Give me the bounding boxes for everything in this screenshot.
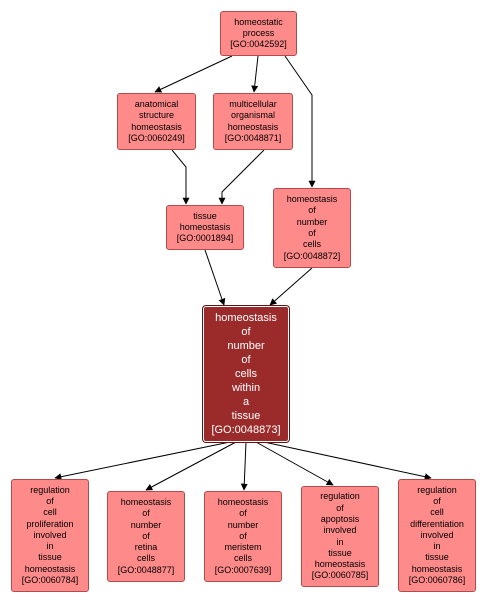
node-label-line: homeostasis <box>286 194 338 205</box>
node-label-line: within <box>231 382 261 394</box>
edge-homeostatic-to-multicellular <box>251 55 259 93</box>
edge-number-of-cells-to-focus <box>269 267 313 306</box>
node-label-line: of <box>142 530 150 541</box>
node-label-line: regulation <box>417 484 457 495</box>
node-label-line: of <box>142 508 150 519</box>
node-label-line: in <box>46 541 54 552</box>
node-label-line: structure <box>138 110 174 121</box>
node-label-line: involved <box>33 529 67 540</box>
node-label-line: retina <box>134 542 158 553</box>
node-label-line: a <box>242 396 250 408</box>
go-term-id: [GO:0060784] <box>21 575 79 586</box>
go-term-id: [GO:0060249] <box>128 132 185 143</box>
node-label-line: multicellular <box>229 98 277 109</box>
edge-anatomical-to-tissue <box>171 149 190 205</box>
go-term-id: [GO:0001894] <box>176 233 234 244</box>
node-label-line: homeostasis <box>131 121 182 132</box>
node-label-line: homeostasis <box>411 563 463 574</box>
node-label-line: homeostasis <box>24 563 76 574</box>
node-label-line: homeostasis <box>217 496 269 507</box>
node-label-line: number <box>227 519 259 530</box>
go-term-id: [GO:0007639] <box>214 564 272 575</box>
node-label-line: of <box>239 508 247 519</box>
node-label-line: tissue <box>193 210 217 221</box>
node-label-line: regulation <box>320 491 360 502</box>
node-label-line: of <box>308 205 316 216</box>
node-label-line: homeostasis <box>120 496 172 507</box>
node-label-line: involved <box>323 525 357 536</box>
node-label-line: regulation <box>30 484 70 495</box>
node-label-line: tissue <box>425 552 449 563</box>
node-label-line: of <box>241 326 251 338</box>
node-label-line: of <box>433 495 441 506</box>
node-label-line: proliferation <box>26 518 74 529</box>
edge-focus-to-proliferation <box>54 441 231 481</box>
edge-focus-to-apoptosis <box>255 441 334 486</box>
node-label-line: organismal <box>230 110 276 121</box>
edge-multicellular-to-tissue <box>218 149 265 205</box>
edge-focus-to-differentiation <box>263 441 432 481</box>
node-label-line: process <box>242 27 275 38</box>
go-term-id: [GO:0048871] <box>224 132 282 143</box>
node-label-line: in <box>336 536 344 547</box>
node-label-line: homeostasis <box>179 221 231 232</box>
node-label-line: meristem <box>224 542 262 553</box>
node-label-line: tissue <box>231 410 261 422</box>
node-label-line: apoptosis <box>320 513 360 524</box>
node-label-line: number <box>296 216 328 227</box>
node-label-line: homeostasis <box>314 559 366 570</box>
go-term-id: [GO:0048873] <box>211 424 281 436</box>
node-label-line: of <box>308 228 316 238</box>
node-label-line: differentiation <box>410 518 464 529</box>
node-label-line: cells <box>233 553 252 564</box>
node-label-line: cell <box>43 507 57 518</box>
node-label-line: homeostasis <box>215 312 277 324</box>
node-label-line: involved <box>420 529 454 540</box>
node-label-line: homeostasis <box>227 121 279 132</box>
node-label-line: cells <box>302 239 321 250</box>
node-label-line: cells <box>136 553 155 564</box>
node-label-line: tissue <box>38 552 62 563</box>
node-label-line: of <box>46 495 54 506</box>
go-term-id: [GO:0048872] <box>283 250 341 261</box>
edge-tissue-to-focus <box>204 249 226 306</box>
node-label-line: of <box>241 354 251 366</box>
node-focus-homeostasis-of-number-of-cells-within-a-tissue[interactable]: homeostasis of number of cells within a tissue [… <box>203 306 289 442</box>
node-label-line: cells <box>234 368 257 380</box>
edge-focus-to-retina <box>145 441 237 491</box>
go-term-id: [GO:0060786] <box>408 575 466 586</box>
node-label-line: of <box>239 530 247 541</box>
node-label-line: homeostatic <box>234 16 283 27</box>
go-term-id: [GO:0060785] <box>311 570 369 581</box>
edge-homeostatic-to-number-of-cells <box>284 55 316 188</box>
node-label-line: cell <box>430 507 444 518</box>
node-label-line: number <box>227 340 265 352</box>
node-label-line: tissue <box>328 547 352 558</box>
node-label-line: in <box>433 541 441 552</box>
edge-homeostatic-to-anatomical <box>154 55 233 93</box>
go-term-id: [GO:0042592] <box>230 39 287 50</box>
node-label-line: of <box>336 502 344 513</box>
edge-focus-to-meristem <box>240 441 248 491</box>
node-label-line: number <box>130 519 162 530</box>
go-term-id: [GO:0048877] <box>117 564 175 575</box>
node-label-line: anatomical <box>134 98 179 109</box>
